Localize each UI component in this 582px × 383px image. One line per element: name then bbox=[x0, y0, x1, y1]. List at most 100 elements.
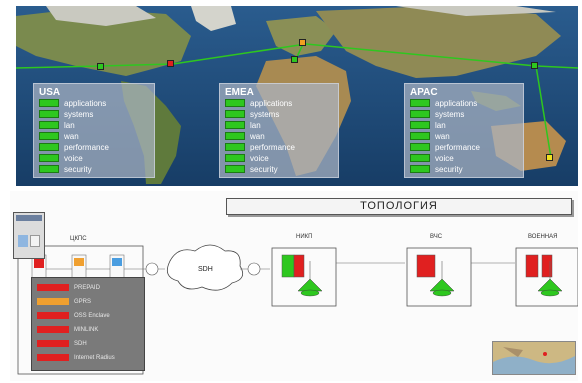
legend-row[interactable]: MINLINK bbox=[37, 325, 98, 334]
status-label: performance bbox=[435, 142, 480, 152]
status-label: wan bbox=[435, 131, 450, 141]
status-label: applications bbox=[250, 98, 293, 108]
status-indicator bbox=[410, 165, 430, 173]
status-row[interactable]: security bbox=[225, 164, 278, 174]
status-row[interactable]: voice bbox=[410, 153, 454, 163]
status-indicator bbox=[225, 110, 245, 118]
legend-swatch bbox=[37, 340, 69, 347]
legend-label: Internet Radius bbox=[74, 354, 115, 361]
legend-row[interactable]: PREPAID bbox=[37, 283, 100, 292]
status-indicator bbox=[39, 99, 59, 107]
network-node-usa-east[interactable] bbox=[167, 60, 174, 67]
legend-label: PREPAID bbox=[74, 284, 100, 291]
status-label: performance bbox=[64, 142, 109, 152]
status-indicator bbox=[410, 121, 430, 129]
status-row[interactable]: applications bbox=[225, 98, 292, 108]
control-panel-icon bbox=[30, 235, 40, 247]
status-label: security bbox=[64, 164, 92, 174]
status-row[interactable]: voice bbox=[39, 153, 83, 163]
site-label: НИКП bbox=[296, 234, 313, 240]
status-label: systems bbox=[250, 109, 280, 119]
topology-title: ТОПОЛОГИЯ bbox=[360, 200, 438, 212]
status-row[interactable]: lan bbox=[39, 120, 75, 130]
network-node-asia[interactable] bbox=[531, 62, 538, 69]
status-row[interactable]: performance bbox=[39, 142, 109, 152]
status-row[interactable]: wan bbox=[225, 131, 265, 141]
status-row[interactable]: performance bbox=[410, 142, 480, 152]
legend-label: SDH bbox=[74, 340, 87, 347]
world-map-panel: USA applications systems lan wan perform… bbox=[16, 6, 578, 186]
legend-row[interactable]: SDH bbox=[37, 339, 87, 348]
status-label: voice bbox=[250, 153, 269, 163]
status-label: security bbox=[435, 164, 463, 174]
cloud-label: SDH bbox=[198, 266, 213, 273]
status-label: systems bbox=[435, 109, 465, 119]
status-row[interactable]: lan bbox=[410, 120, 446, 130]
legend-label: GPRS bbox=[74, 298, 92, 305]
status-indicator bbox=[225, 132, 245, 140]
legend-swatch bbox=[37, 326, 69, 333]
legend-row[interactable]: Internet Radius bbox=[37, 353, 115, 362]
status-indicator bbox=[410, 143, 430, 151]
network-node-usa-west[interactable] bbox=[97, 63, 104, 70]
legend-row[interactable]: OSS Enclave bbox=[37, 311, 110, 320]
status-indicator bbox=[39, 143, 59, 151]
control-panel-icon bbox=[18, 235, 28, 247]
topology-panel: SDH ТОПОЛОГИЯ ЦКПС НИКП ВЧС ВОЕННАЯ bbox=[10, 191, 578, 381]
status-label: lan bbox=[64, 120, 75, 130]
status-row[interactable]: security bbox=[39, 164, 92, 174]
status-row[interactable]: security bbox=[410, 164, 463, 174]
status-indicator bbox=[225, 121, 245, 129]
status-indicator bbox=[39, 165, 59, 173]
region-title: USA bbox=[39, 87, 61, 98]
status-row[interactable]: systems bbox=[410, 109, 464, 119]
minimap-thumbnail[interactable] bbox=[492, 341, 576, 375]
status-label: wan bbox=[250, 131, 265, 141]
region-title: APAC bbox=[410, 87, 438, 98]
status-row[interactable]: voice bbox=[225, 153, 269, 163]
network-node-africa[interactable] bbox=[291, 56, 298, 63]
status-indicator bbox=[225, 165, 245, 173]
region-box-apac: APAC applications systems lan wan perfor… bbox=[404, 83, 524, 178]
legend-label: MINLINK bbox=[74, 326, 99, 333]
control-panel-widget[interactable] bbox=[13, 212, 45, 259]
status-label: security bbox=[250, 164, 278, 174]
minimap-map-icon bbox=[493, 342, 575, 374]
status-label: applications bbox=[435, 98, 478, 108]
status-indicator bbox=[410, 154, 430, 162]
legend-panel: PREPAID GPRS OSS Enclave MINLINK SDH Int… bbox=[31, 277, 145, 371]
status-indicator bbox=[410, 99, 430, 107]
status-indicator bbox=[39, 132, 59, 140]
region-title: EMEA bbox=[225, 87, 254, 98]
status-row[interactable]: wan bbox=[410, 131, 450, 141]
status-row[interactable]: systems bbox=[39, 109, 93, 119]
status-indicator bbox=[225, 99, 245, 107]
status-row[interactable]: performance bbox=[225, 142, 295, 152]
status-row[interactable]: lan bbox=[225, 120, 261, 130]
status-row[interactable]: systems bbox=[225, 109, 279, 119]
network-node-australia[interactable] bbox=[546, 154, 553, 161]
site-label: ВОЕННАЯ bbox=[528, 234, 558, 240]
region-box-emea: EMEA applications systems lan wan perfor… bbox=[219, 83, 339, 178]
legend-row[interactable]: GPRS bbox=[37, 297, 91, 306]
legend-label: OSS Enclave bbox=[74, 312, 110, 319]
status-row[interactable]: wan bbox=[39, 131, 79, 141]
legend-swatch bbox=[37, 298, 69, 305]
status-indicator bbox=[410, 132, 430, 140]
status-row[interactable]: applications bbox=[410, 98, 477, 108]
status-row[interactable]: applications bbox=[39, 98, 106, 108]
legend-swatch bbox=[37, 284, 69, 291]
status-label: voice bbox=[64, 153, 83, 163]
status-label: lan bbox=[435, 120, 446, 130]
status-label: applications bbox=[64, 98, 107, 108]
legend-swatch bbox=[37, 354, 69, 361]
status-indicator bbox=[410, 110, 430, 118]
site-label: ЦКПС bbox=[70, 236, 87, 242]
network-node-europe[interactable] bbox=[299, 39, 306, 46]
status-label: systems bbox=[64, 109, 94, 119]
status-indicator bbox=[225, 154, 245, 162]
status-label: performance bbox=[250, 142, 295, 152]
topology-title-bar: ТОПОЛОГИЯ bbox=[226, 198, 572, 215]
site-label: ВЧС bbox=[430, 234, 443, 240]
status-indicator bbox=[39, 110, 59, 118]
